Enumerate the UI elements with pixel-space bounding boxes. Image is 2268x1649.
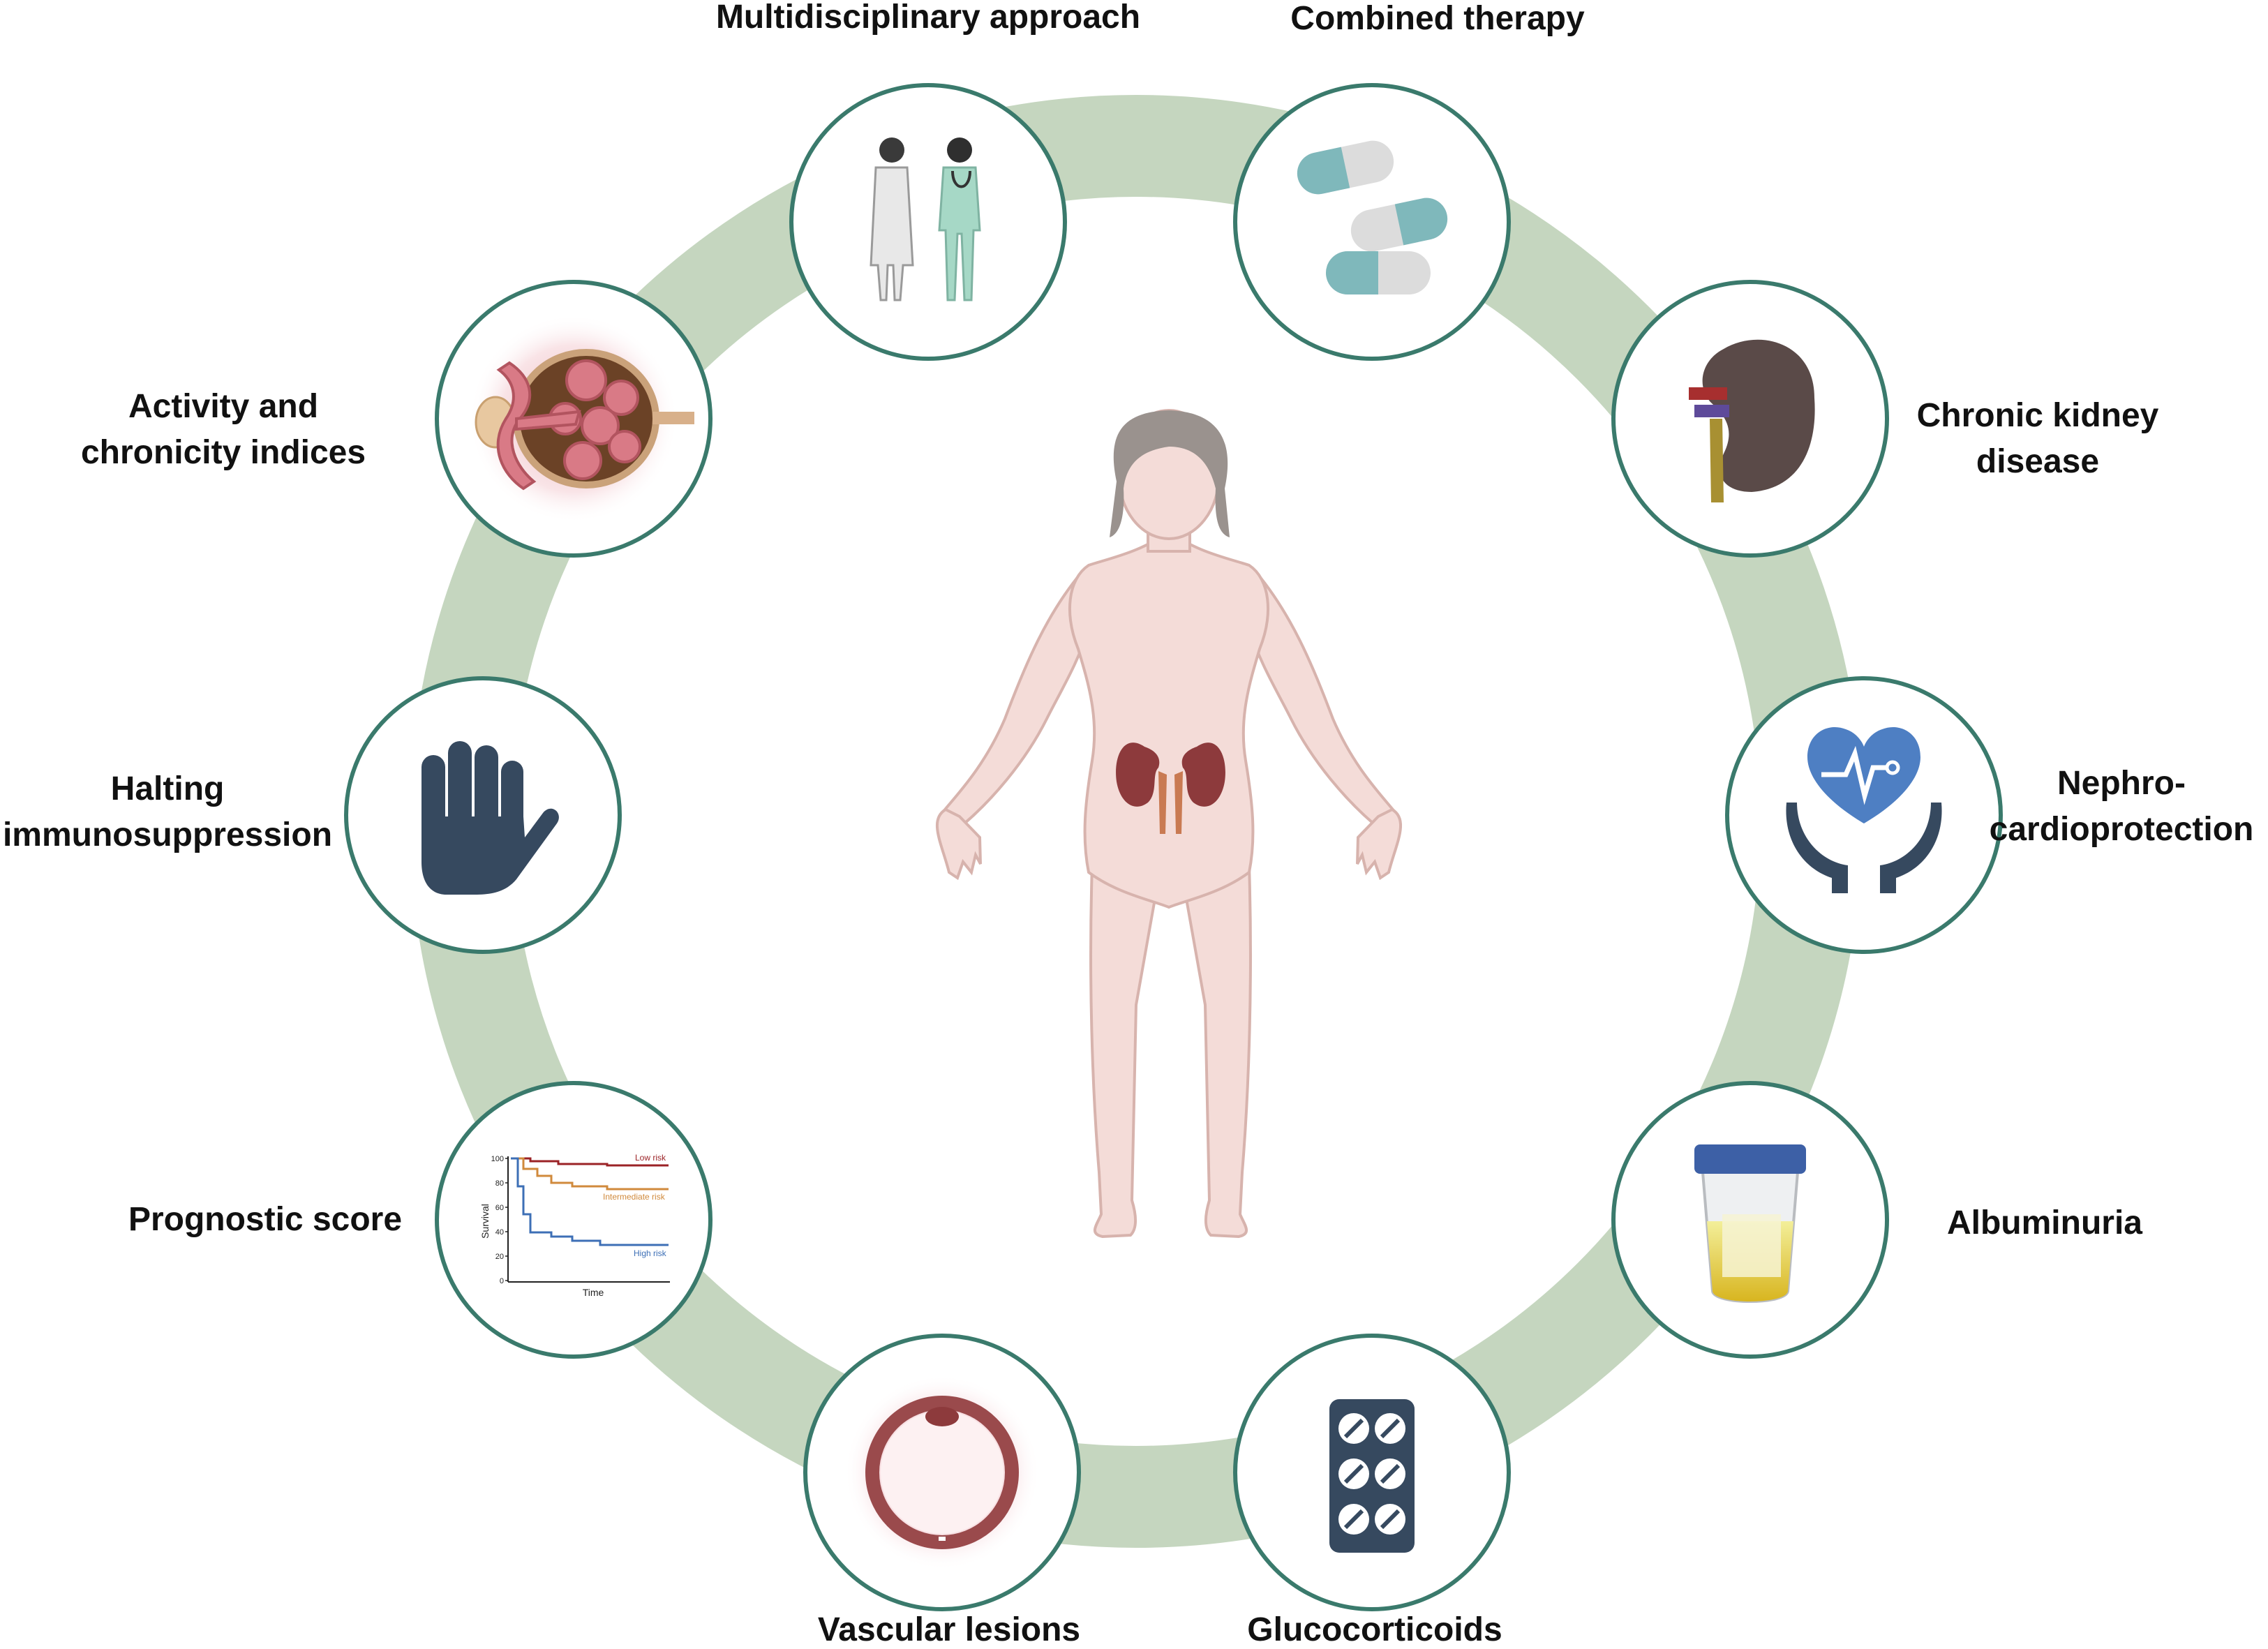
label-line: Nephro- <box>2057 765 2186 802</box>
legend-intermediate-risk: Intermediate risk <box>603 1192 666 1202</box>
label-combined-therapy: Combined therapy <box>1158 0 1717 42</box>
capsules-icon <box>1297 140 1448 294</box>
label-line: Chronic kidney <box>1916 397 2159 434</box>
label-activity: Activity and chronicity indices <box>63 384 384 476</box>
topic-circle-halting <box>344 676 622 954</box>
heart-hands-icon <box>1786 726 1942 893</box>
label-nephro: Nephro- cardioprotection <box>1975 761 2268 853</box>
topic-circle-multidisciplinary <box>789 83 1067 361</box>
hair <box>1110 410 1230 537</box>
human-figure <box>935 409 1403 1239</box>
survival-ytick-label: 40 <box>495 1228 504 1237</box>
label-line: Glucocorticoids <box>1247 1611 1502 1648</box>
label-line: disease <box>1976 443 2100 480</box>
topic-circle-vascular <box>803 1334 1081 1611</box>
topic-circle-glucocorticoids <box>1233 1334 1511 1611</box>
kidney-icon <box>1689 339 1815 502</box>
label-prognostic: Prognostic score <box>84 1197 447 1243</box>
legend-low-risk: Low risk <box>635 1153 666 1163</box>
label-line: Halting <box>110 770 225 807</box>
survival-ylabel: Survival <box>479 1204 491 1239</box>
label-albuminuria: Albuminuria <box>1898 1200 2191 1246</box>
topic-circle-nephro <box>1725 676 2003 954</box>
survival-ytick-label: 80 <box>495 1179 504 1188</box>
label-line: Activity and <box>128 388 319 425</box>
label-line: Vascular lesions <box>817 1611 1081 1648</box>
survival-ytick-label: 100 <box>491 1155 504 1163</box>
label-ckd: Chronic kidney disease <box>1884 393 2191 485</box>
vessel-icon <box>844 1375 1040 1570</box>
label-line: chronicity indices <box>80 434 366 471</box>
survival-ytick-label: 60 <box>495 1204 504 1212</box>
glomerulus-icon <box>469 314 694 523</box>
stop-hand-icon <box>421 741 559 895</box>
label-glucocorticoids: Glucocorticoids <box>1179 1607 1570 1649</box>
label-line: Combined therapy <box>1290 0 1585 37</box>
survival-ytick-label: 0 <box>500 1277 504 1285</box>
curve-low-risk <box>511 1157 669 1167</box>
label-vascular: Vascular lesions <box>754 1607 1144 1649</box>
urine-cup-icon <box>1694 1144 1806 1303</box>
label-multidisciplinary: Multidisciplinary approach <box>614 0 1242 40</box>
label-line: Multidisciplinary approach <box>715 0 1141 36</box>
survival-xlabel: Time <box>583 1287 604 1298</box>
label-line: Albuminuria <box>1946 1204 2142 1241</box>
label-line: cardioprotection <box>1989 811 2254 848</box>
label-halting: Halting immunosuppression <box>0 766 335 858</box>
topic-circle-combined-therapy <box>1233 83 1511 361</box>
body-kidneys <box>1116 743 1225 834</box>
survival-ytick-label: 20 <box>495 1253 504 1261</box>
curve-high-risk <box>511 1157 669 1246</box>
label-line: immunosuppression <box>2 816 333 853</box>
curve-intermediate-risk <box>511 1157 669 1191</box>
pill-blister-icon <box>1329 1399 1415 1553</box>
label-line: Prognostic score <box>128 1201 403 1238</box>
doctors-icon <box>870 137 981 301</box>
topic-circle-albuminuria <box>1611 1081 1889 1359</box>
topic-circle-activity <box>435 280 713 558</box>
topic-circle-ckd <box>1611 280 1889 558</box>
legend-high-risk: High risk <box>634 1248 667 1258</box>
